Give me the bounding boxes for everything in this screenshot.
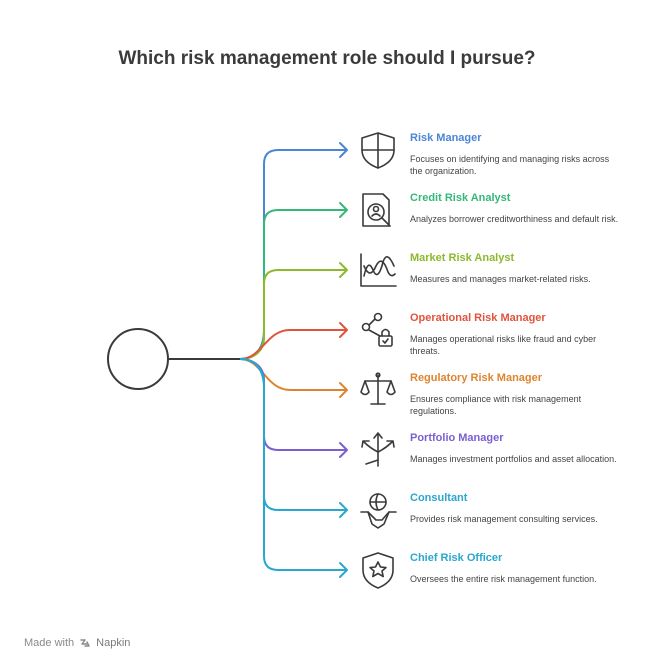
arrowhead-1 [339,142,348,158]
arrowhead-5 [339,382,348,398]
role-title: Market Risk Analyst [410,252,515,264]
role-description: Measures and manages market-related risk… [410,274,591,284]
branch-line-2 [239,209,346,360]
arrowhead-2 [339,202,348,218]
credit-analysis-icon [362,193,391,227]
role-title: Regulatory Risk Manager [410,372,543,384]
role-description: Focuses on identifying and managing risk… [410,154,610,176]
role-market-risk-analyst: Market Risk Analyst Measures and manages… [410,251,620,285]
role-title: Portfolio Manager [410,432,504,444]
role-portfolio-manager: Portfolio Manager Manages investment por… [410,431,620,465]
scales-icon [360,372,396,405]
role-title: Risk Manager [410,132,482,144]
arrowhead-4 [339,322,348,338]
role-title: Credit Risk Analyst [410,192,511,204]
role-operational-risk-manager: Operational Risk Manager Manages operati… [410,311,620,357]
role-title: Consultant [410,492,468,504]
root-node [107,328,169,390]
star-shield-icon [362,552,394,589]
napkin-brand-label: Napkin [96,637,131,649]
role-description: Analyzes borrower creditworthiness and d… [410,214,619,224]
role-description: Ensures compliance with risk management … [410,394,582,416]
role-description: Oversees the entire risk management func… [410,574,597,584]
made-with-label: Made with [24,637,75,649]
role-description: Manages operational risks like fraud and… [410,334,597,356]
network-lock-icon [361,312,393,347]
made-with-napkin-badge[interactable]: Made with Napkin [24,637,130,649]
handshake-globe-icon [360,493,397,529]
role-consultant: Consultant Provides risk management cons… [410,491,620,525]
page-title: Which risk management role should I purs… [118,48,536,69]
role-credit-risk-analyst: Credit Risk Analyst Analyzes borrower cr… [410,191,620,225]
market-chart-icon [360,253,397,287]
branch-line-1 [239,149,346,360]
role-chief-risk-officer: Chief Risk Officer Oversees the entire r… [410,551,620,585]
role-title: Chief Risk Officer [410,552,503,564]
arrowhead-7 [339,502,348,518]
shield-icon [361,132,395,169]
role-description: Provides risk management consulting serv… [410,514,598,524]
branch-line-8 [239,358,346,571]
branch-line-6 [239,358,346,451]
branch-line-4 [239,329,346,360]
napkin-logo-icon [80,639,90,647]
branch-line-7 [239,358,346,511]
branch-line-3 [239,269,346,360]
arrowhead-3 [339,262,348,278]
arrowhead-6 [339,442,348,458]
diverging-arrows-icon [361,432,395,467]
role-description: Manages investment portfolios and asset … [410,454,617,464]
arrowhead-8 [339,562,348,578]
role-regulatory-risk-manager: Regulatory Risk Manager Ensures complian… [410,371,620,417]
role-risk-manager: Risk Manager Focuses on identifying and … [410,131,620,177]
role-title: Operational Risk Manager [410,312,546,324]
